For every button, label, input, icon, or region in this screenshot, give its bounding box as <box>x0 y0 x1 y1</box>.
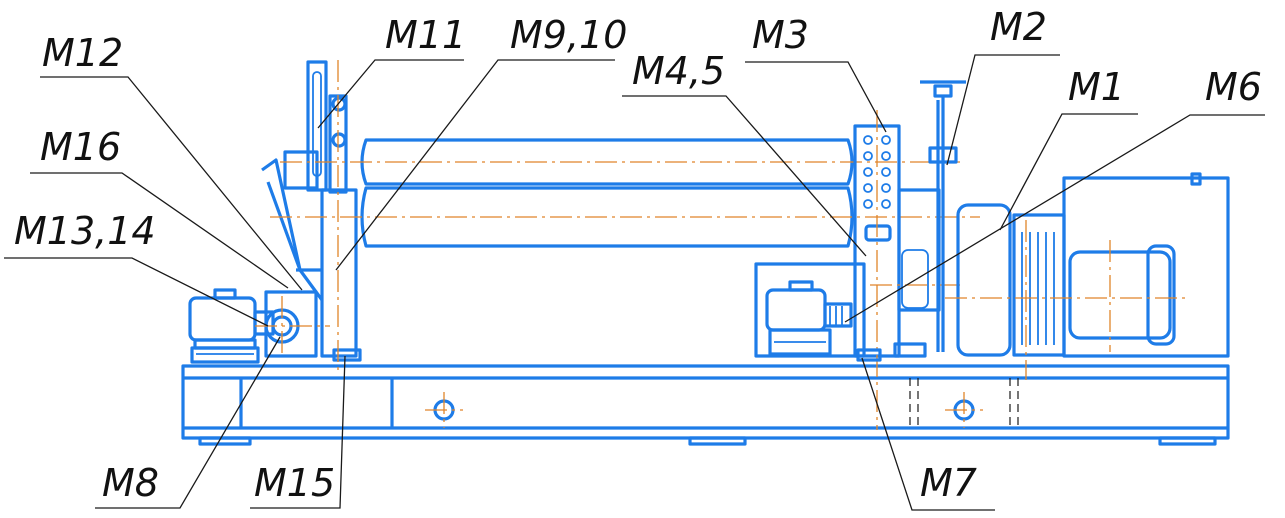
left-stand <box>261 158 362 362</box>
screw-adjuster <box>920 80 966 352</box>
machine-drawing <box>181 60 1230 446</box>
label-m3: M3 <box>752 13 809 57</box>
leader-lines <box>4 54 1265 511</box>
right-stand <box>853 110 901 430</box>
label-m4-5: M4,5 <box>632 49 725 93</box>
leader-m15 <box>250 355 346 509</box>
main-motor <box>945 172 1230 358</box>
callout-labels: M12 M11 M9,10 M3 M2 M4,5 M1 M6 M16 M13,1… <box>14 5 1262 505</box>
label-m7: M7 <box>920 461 977 505</box>
upper-roll <box>280 138 960 186</box>
frame-hole-right <box>945 392 983 428</box>
leader-m12 <box>40 76 303 291</box>
right-stand-holes <box>863 135 891 209</box>
leader-m16 <box>30 172 289 289</box>
leader-m4-5 <box>622 95 867 257</box>
leader-m11 <box>317 59 464 129</box>
label-m13-14: M13,14 <box>14 209 156 253</box>
leader-m6 <box>844 114 1265 323</box>
lower-roll <box>270 186 980 248</box>
left-upright-slider <box>283 60 348 194</box>
leader-m9-10 <box>335 59 615 271</box>
leader-m13-14 <box>4 257 269 327</box>
leader-m8 <box>95 336 281 509</box>
leader-m1 <box>999 113 1138 231</box>
label-m2: M2 <box>990 5 1047 49</box>
frame-hole-left <box>425 392 463 428</box>
label-m1: M1 <box>1068 65 1125 109</box>
leader-m2 <box>946 54 1060 166</box>
label-m11: M11 <box>385 13 466 57</box>
label-m8: M8 <box>102 461 159 505</box>
label-m15: M15 <box>254 461 335 505</box>
label-m6: M6 <box>1205 65 1262 109</box>
base-frame <box>181 364 1230 446</box>
left-bearing-housing <box>255 290 330 358</box>
leader-m3 <box>745 61 887 133</box>
leader-m7 <box>861 357 995 511</box>
label-m12: M12 <box>42 31 123 75</box>
label-m9-10: M9,10 <box>510 13 627 57</box>
label-m16: M16 <box>40 125 121 169</box>
